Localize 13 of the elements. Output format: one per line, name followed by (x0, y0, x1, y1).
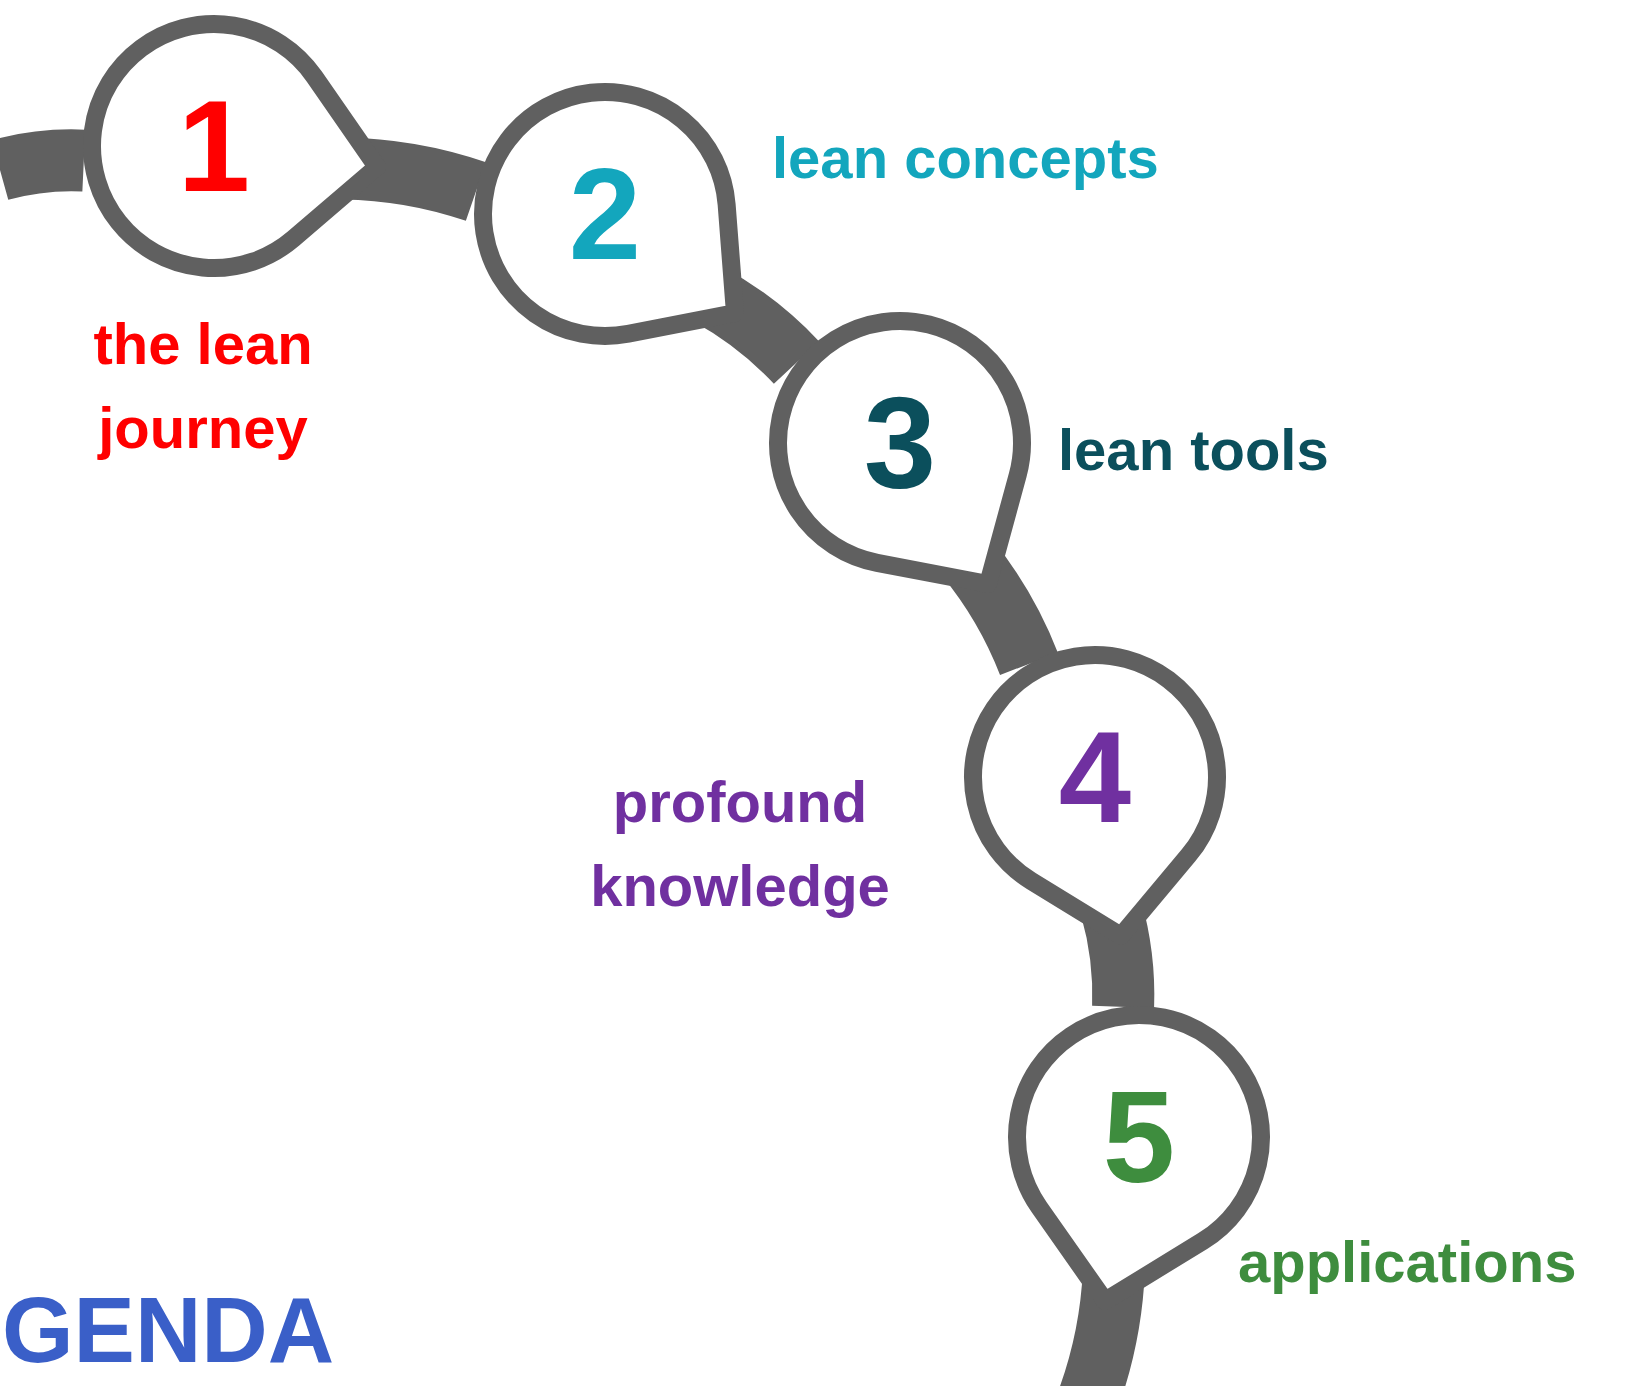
step-caption: profound knowledge (589, 768, 891, 921)
step-caption: lean concepts (772, 124, 1160, 192)
step-caption: applications (1238, 1228, 1578, 1296)
step-number: 3 (863, 378, 937, 508)
step-number: 5 (1102, 1072, 1176, 1202)
title: GENDA (2, 1284, 335, 1376)
step-number: 2 (568, 149, 642, 279)
step-caption: lean tools (1058, 416, 1330, 484)
step-number: 4 (1058, 712, 1132, 842)
step-number: 1 (177, 81, 251, 211)
road-connector (0, 129, 85, 200)
map-pin (474, 83, 741, 345)
step-caption: the lean journey (92, 310, 314, 463)
